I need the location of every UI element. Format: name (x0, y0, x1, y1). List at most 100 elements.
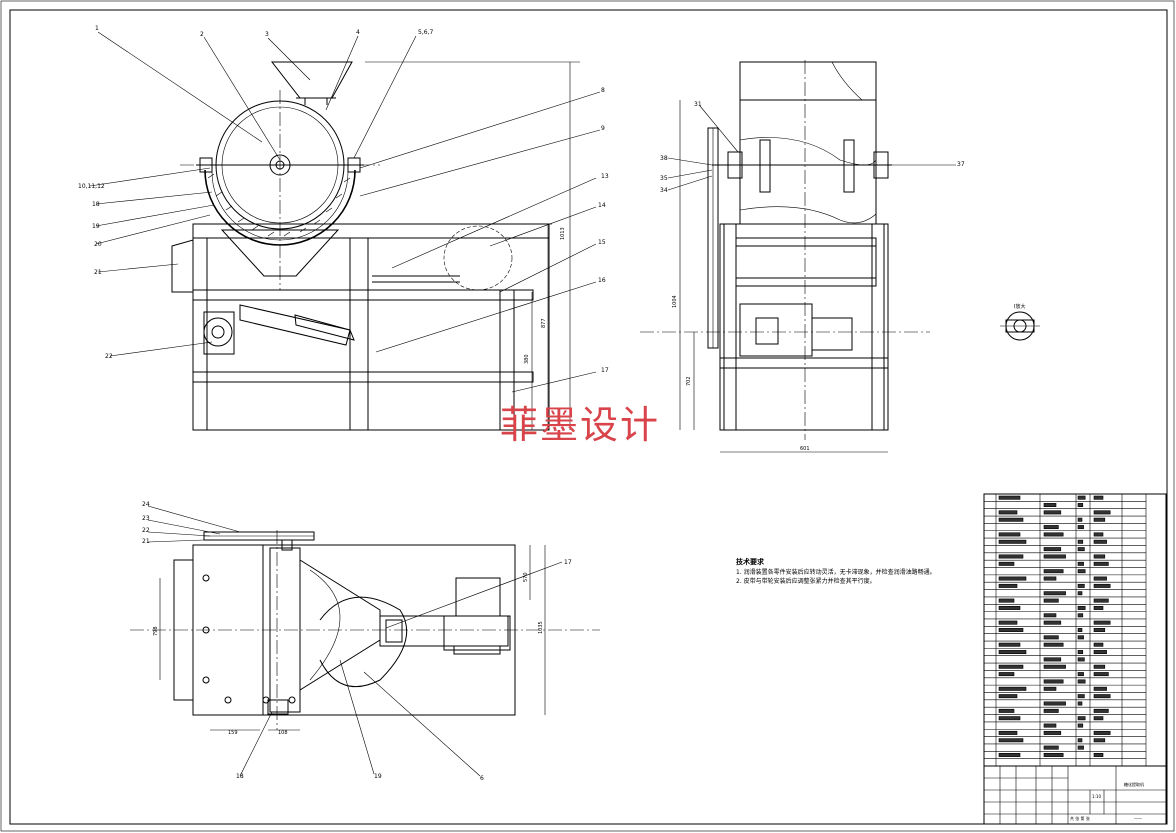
discharge-chute (220, 229, 340, 277)
parts-cell-text (1043, 745, 1059, 750)
drawing-name: 糖化提取机 (1124, 781, 1144, 787)
label-31: 31 (694, 101, 702, 108)
parts-cell-text (1093, 532, 1104, 537)
parts-cell-text (1077, 613, 1084, 618)
parts-cell-text (998, 554, 1024, 559)
parts-cell-text (998, 539, 1027, 544)
parts-cell-text (1077, 635, 1084, 640)
dim-798: 798 (153, 626, 159, 636)
parts-cell-text (1093, 620, 1111, 625)
dim-702: 702 (686, 376, 692, 386)
parts-cell-text (1043, 657, 1062, 662)
parts-cell-text (998, 532, 1021, 537)
label-20: 20 (94, 241, 102, 248)
technical-requirements: 技术要求 1. 润滑装置各零件安装后应转动灵活，无卡滞现象，并检查润滑油路畅通。… (736, 557, 936, 585)
label-9: 9 (601, 125, 605, 132)
parts-cell-text (1093, 752, 1104, 757)
motor-outline (443, 225, 513, 291)
label-4: 4 (356, 29, 360, 36)
parts-cell-text (1077, 605, 1086, 610)
dim-601: 601 (800, 446, 810, 452)
parts-cell-text (1077, 583, 1085, 588)
label-34: 34 (660, 187, 668, 194)
dim-877: 877 (541, 318, 547, 328)
label-19: 19 (374, 773, 382, 780)
parts-cell-text (1093, 642, 1104, 647)
label-5-6-7: 5,6,7 (418, 29, 433, 36)
detail-label: I放大 (1014, 303, 1025, 310)
parts-cell-text (998, 694, 1018, 699)
parts-cell-text (1093, 561, 1109, 566)
label-3: 3 (265, 31, 269, 38)
dim-570: 570 (523, 572, 529, 582)
parts-cell-text (1093, 672, 1109, 677)
parts-cell-text (1093, 598, 1109, 603)
parts-cell-text (998, 628, 1024, 632)
parts-cell-text (1093, 730, 1111, 735)
dim-1013: 1013 (560, 227, 566, 240)
parts-cell-text (998, 605, 1021, 610)
parts-cell-text (1077, 745, 1084, 750)
parts-cell-text (1093, 628, 1106, 632)
parts-cell-text (998, 738, 1024, 743)
parts-list (983, 493, 1167, 767)
parts-cell-text (1077, 569, 1086, 574)
parts-cell-text (1093, 517, 1106, 522)
parts-cell-text (1043, 730, 1062, 735)
side-motor (739, 303, 813, 357)
label-1: 1 (95, 25, 99, 32)
label-16: 16 (598, 277, 606, 284)
label-15: 15 (598, 239, 606, 246)
parts-cell-text (998, 642, 1021, 647)
label-10-11-12: 10,11,12 (78, 183, 105, 190)
parts-cell-text (998, 672, 1015, 677)
parts-cell-text (1077, 503, 1084, 508)
parts-cell-text (1043, 598, 1059, 603)
parts-cell-text (1077, 723, 1084, 728)
dim-1035: 1035 (538, 621, 544, 634)
parts-cell-text (1077, 694, 1085, 699)
parts-cell-text (1043, 591, 1066, 596)
label-37: 37 (957, 161, 965, 168)
parts-cell-text (1093, 576, 1107, 581)
parts-cell-text (1093, 605, 1104, 610)
label-6: 6 (480, 775, 484, 782)
label-21: 21 (94, 269, 102, 276)
parts-cell-text (1077, 591, 1083, 596)
parts-cell-text (1043, 701, 1066, 706)
parts-cell-text (1043, 532, 1064, 537)
label-38: 38 (660, 155, 668, 162)
parts-cell-text (1043, 613, 1057, 618)
parts-cell-text (1077, 679, 1086, 684)
parts-cell-text (1043, 503, 1057, 508)
parts-cell-text (1077, 547, 1085, 552)
frame (192, 223, 550, 431)
dim-1004: 1004 (672, 295, 678, 308)
label-22b: 22 (142, 527, 150, 534)
parts-cell-text (1077, 495, 1086, 500)
label-2: 2 (200, 31, 204, 38)
parts-cell-text (1093, 554, 1106, 559)
label-8: 8 (601, 87, 605, 94)
parts-cell-text (1093, 716, 1104, 721)
parts-cell-text (1093, 539, 1107, 544)
parts-cell-text (998, 517, 1024, 522)
dim-159: 159 (228, 730, 238, 736)
parts-cell-text (1043, 554, 1066, 559)
parts-cell-text (1043, 642, 1064, 647)
top-view (130, 505, 600, 777)
scale: 1:10 (1092, 794, 1101, 799)
inclined-chute (239, 304, 351, 346)
label-24: 24 (142, 501, 150, 508)
parts-cell-text (1043, 510, 1062, 515)
parts-cell-text (998, 716, 1021, 721)
parts-cell-text (1093, 694, 1111, 699)
parts-cell-text (998, 664, 1024, 669)
watermark: 菲墨设计 (500, 403, 660, 447)
label-22: 22 (105, 353, 113, 360)
parts-cell-text (1043, 635, 1059, 640)
side-view-labels: 31 37 38 35 34 1004 702 601 (660, 101, 965, 452)
parts-cell-text (1093, 583, 1111, 588)
parts-cell-text (1093, 686, 1107, 691)
sheet-count: 共 张 第 张 (1070, 815, 1090, 821)
